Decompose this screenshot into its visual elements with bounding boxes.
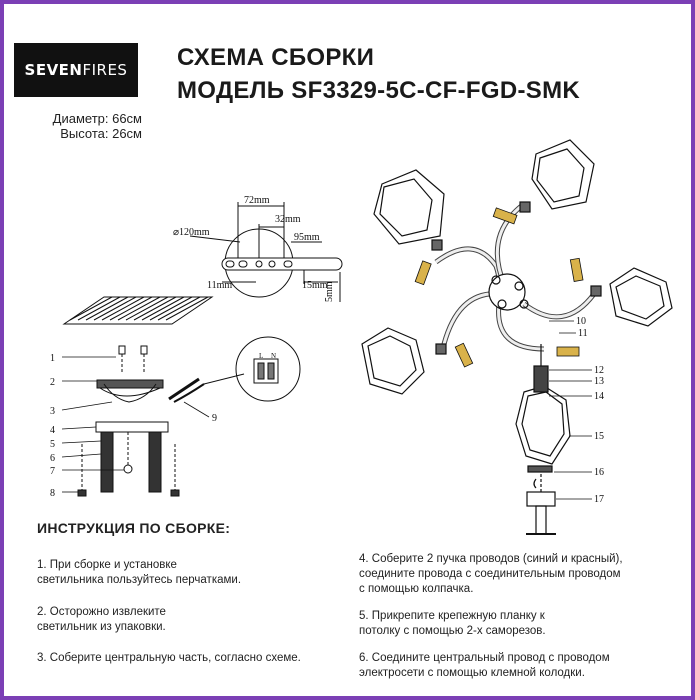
instruction-step-4: 4. Соберите 2 пучка проводов (синий и кр… xyxy=(359,553,623,595)
assembly-diagram: ⌀120mm 72mm 32mm 95mm 11mm 15mm 5mm xyxy=(50,139,673,535)
callout-14: 14 xyxy=(594,391,604,402)
callout-6: 6 xyxy=(50,453,55,464)
instruction-step-2: 2. Осторожно извлеките светильник из упа… xyxy=(37,606,166,633)
spec-height: Высота: 26см xyxy=(60,126,142,141)
callout-11: 11 xyxy=(578,328,588,339)
dim-5: 5mm xyxy=(324,281,335,302)
model-title: МОДЕЛЬ SF3329-5C-CF-FGD-SMK xyxy=(177,77,580,104)
plate-slot xyxy=(225,260,235,268)
callout-2: 2 xyxy=(50,377,55,388)
terminal-detail-circle xyxy=(235,336,301,402)
instruction-step-3: 3. Соберите центральную часть, согласно … xyxy=(37,652,301,664)
brand-logo-part1: SEVEN xyxy=(24,61,83,79)
terminal-label-n: N xyxy=(271,352,276,360)
dim-72: 72mm xyxy=(244,195,270,206)
callout-7: 7 xyxy=(50,466,55,477)
callout-12: 12 xyxy=(594,365,604,376)
instructions-heading: ИНСТРУКЦИЯ ПО СБОРКЕ: xyxy=(37,520,231,536)
instruction-step-6: 6. Соедините центральный провод с провод… xyxy=(359,652,610,679)
plate-slot xyxy=(283,260,293,268)
dim-11: 11mm xyxy=(207,280,232,291)
ceiling-hatch xyxy=(62,296,214,325)
page-title: СХЕМА СБОРКИ xyxy=(177,44,375,71)
callout-15: 15 xyxy=(594,431,604,442)
chandelier-drawing xyxy=(361,139,673,535)
callout-16: 16 xyxy=(594,467,604,478)
callout-5: 5 xyxy=(50,439,55,450)
callout-3: 3 xyxy=(50,406,55,417)
brass-candle-sockets xyxy=(414,207,584,368)
dim-15: 15mm xyxy=(302,280,328,291)
plate-slot xyxy=(238,260,248,268)
dim-diameter-120: ⌀120mm xyxy=(173,227,210,238)
left-callout-leaders xyxy=(61,356,210,493)
brand-logo-part2: FIRES xyxy=(82,61,128,79)
dim-95: 95mm xyxy=(294,232,320,243)
dim-32: 32mm xyxy=(275,214,301,225)
instruction-step-5: 5. Прикрепите крепежную планку к потолку… xyxy=(359,610,546,637)
right-callout-leaders xyxy=(549,320,592,500)
callout-17: 17 xyxy=(594,494,604,505)
canopy-assembly xyxy=(77,336,301,497)
instruction-step-1: 1. При сборке и установке светильника по… xyxy=(37,559,242,586)
spec-diameter: Диаметр: 66см xyxy=(52,111,142,126)
callout-10: 10 xyxy=(576,316,586,327)
plate-bar xyxy=(221,257,343,271)
plate-hole xyxy=(268,260,276,268)
callout-8: 8 xyxy=(50,488,55,499)
terminal-label-l: L xyxy=(259,352,263,360)
callout-13: 13 xyxy=(594,376,604,387)
mounting-plate-detail xyxy=(189,202,343,302)
callout-1: 1 xyxy=(50,353,55,364)
callout-4: 4 xyxy=(50,425,55,436)
plate-hole xyxy=(255,260,263,268)
callout-9: 9 xyxy=(212,413,217,424)
